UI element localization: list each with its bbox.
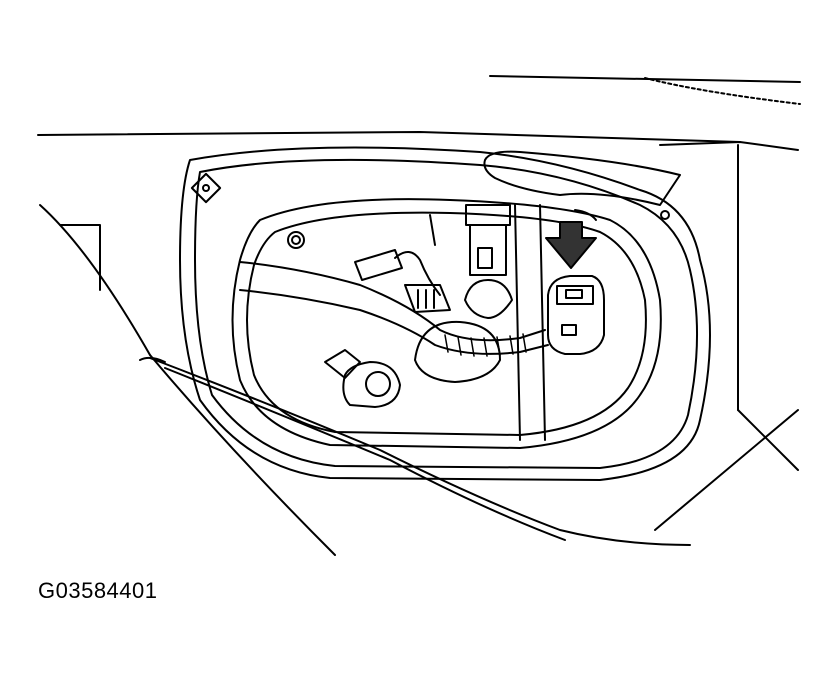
- vehicle-interior-line-drawing: [0, 0, 835, 560]
- right-body-lines: [655, 145, 798, 530]
- mounting-hole: [288, 232, 304, 248]
- wiring-harness: [240, 262, 548, 356]
- upper-right-hose: [484, 152, 680, 220]
- lamp-housing-lines: [430, 205, 545, 440]
- lower-socket: [325, 350, 400, 407]
- upper-trim-edge: [490, 76, 800, 104]
- square-fastener-icon: [192, 174, 220, 202]
- bulb-socket: [465, 205, 512, 318]
- bulb-dome: [415, 322, 500, 382]
- figure-id-label: G03584401: [38, 578, 158, 603]
- inner-oval-rim: [233, 199, 661, 448]
- hose-clip: [355, 250, 450, 312]
- panel-top-edge: [38, 132, 798, 150]
- long-cable: [150, 358, 690, 545]
- access-opening-outer-frame: [180, 148, 710, 481]
- down-arrow-icon: [546, 222, 596, 268]
- electrical-connector-icon: [548, 276, 604, 354]
- left-body-panel: [40, 205, 335, 555]
